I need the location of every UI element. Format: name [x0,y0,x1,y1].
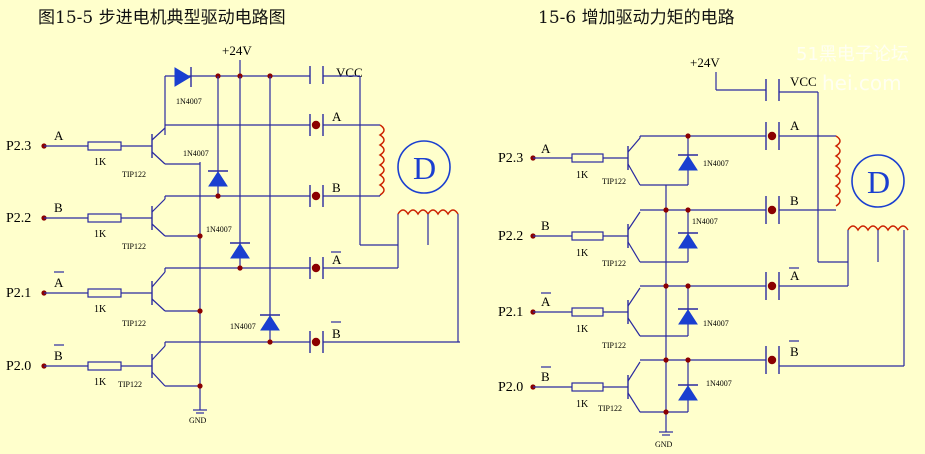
right-figure-title: 15-6 增加驱动力矩的电路 [538,8,735,28]
left-motor: D [397,140,451,194]
svg-text:TIP122: TIP122 [602,259,626,268]
svg-text:hei.com: hei.com [822,71,902,95]
svg-text:GND: GND [189,416,207,425]
right-phase-switches: A B A B [640,118,904,374]
svg-text:TIP122: TIP122 [602,341,626,350]
svg-text:P2.2: P2.2 [6,211,31,226]
svg-text:A: A [790,268,800,283]
svg-text:A: A [541,294,551,309]
svg-text:D: D [413,150,436,186]
svg-text:1K: 1K [576,248,589,259]
svg-text:P2.3: P2.3 [498,151,523,166]
right-motor: D [851,154,905,208]
svg-text:1N4007: 1N4007 [703,319,729,328]
right-channel-p20: P2.0 B 1K TIP122 1N4007 [498,357,732,415]
svg-text:P2.3: P2.3 [6,139,31,154]
right-channel-p22: P2.2 B 1K TIP122 1N4007 [498,207,718,268]
svg-text:1N4007: 1N4007 [703,159,729,168]
svg-text:1K: 1K [94,377,107,388]
svg-text:A: A [54,128,64,143]
right-vcc-label: VCC [790,74,817,89]
svg-text:A: A [541,141,551,156]
svg-text:1K: 1K [94,304,107,315]
right-circuit: +24V VCC A B A [498,55,909,449]
svg-text:B: B [332,180,341,195]
svg-text:D: D [867,164,890,200]
svg-text:51黑电子论坛: 51黑电子论坛 [796,44,909,65]
right-motor-coils [817,135,909,366]
svg-text:A: A [332,252,342,267]
svg-text:P2.1: P2.1 [498,305,523,320]
svg-text:1N4007: 1N4007 [183,149,209,158]
svg-text:TIP122: TIP122 [122,170,146,179]
svg-text:B: B [790,193,799,208]
svg-text:1K: 1K [576,170,589,181]
left-phase-switches: A B A B [165,109,460,353]
svg-text:B: B [332,326,341,341]
left-channel-p23: P2.3 A 1K TIP122 [6,127,200,179]
svg-text:1N4007: 1N4007 [176,97,202,106]
svg-text:P2.1: P2.1 [6,286,31,301]
svg-text:A: A [54,275,64,290]
svg-text:1N4007: 1N4007 [692,217,718,226]
svg-text:A: A [332,109,342,124]
svg-text:1N4007: 1N4007 [706,379,732,388]
left-channel-p22: P2.2 B 1K TIP122 [6,196,200,251]
right-channel-p21: P2.1 A 1K TIP122 1N4007 [498,283,729,350]
left-channel-p20: P2.0 B 1K TIP122 [6,342,200,389]
svg-text:1N4007: 1N4007 [206,225,232,234]
left-ground: GND [189,409,207,425]
right-supply-label: +24V [690,55,720,70]
svg-text:1K: 1K [94,157,107,168]
left-supply-label: +24V [222,43,252,58]
svg-text:TIP122: TIP122 [602,177,626,186]
svg-text:1K: 1K [576,399,589,410]
left-diode-3: 1N4007 [230,314,280,331]
left-channel-p21: P2.1 A 1K TIP122 [6,268,200,328]
left-vcc-label: VCC [336,65,363,80]
left-circuit: +24V 1N4007 VCC 1N4007 [6,43,460,425]
svg-text:TIP122: TIP122 [118,380,142,389]
svg-text:B: B [54,200,63,215]
left-diode-1: 1N4007 [183,149,228,187]
svg-text:GND: GND [655,440,673,449]
svg-text:P2.0: P2.0 [6,359,31,374]
svg-text:B: B [54,348,63,363]
svg-text:A: A [790,118,800,133]
svg-text:B: B [790,344,799,359]
svg-text:B: B [541,369,550,384]
left-figure-title: 图15-5 步进电机典型驱动电路图 [38,8,286,28]
svg-text:1N4007: 1N4007 [230,322,256,331]
right-channel-p23: P2.3 A 1K TIP122 1N4007 [498,133,729,186]
svg-text:P2.0: P2.0 [498,380,523,395]
svg-text:P2.2: P2.2 [498,229,523,244]
left-motor-coils [359,124,459,342]
svg-text:TIP122: TIP122 [598,404,622,413]
svg-text:1K: 1K [576,324,589,335]
site-watermark: 51黑电子论坛 hei.com [796,44,909,95]
svg-text:B: B [541,218,550,233]
right-ground: GND [655,431,673,449]
svg-text:TIP122: TIP122 [122,319,146,328]
svg-text:TIP122: TIP122 [122,242,146,251]
left-diode-2: 1N4007 [206,225,250,259]
svg-text:1K: 1K [94,229,107,240]
